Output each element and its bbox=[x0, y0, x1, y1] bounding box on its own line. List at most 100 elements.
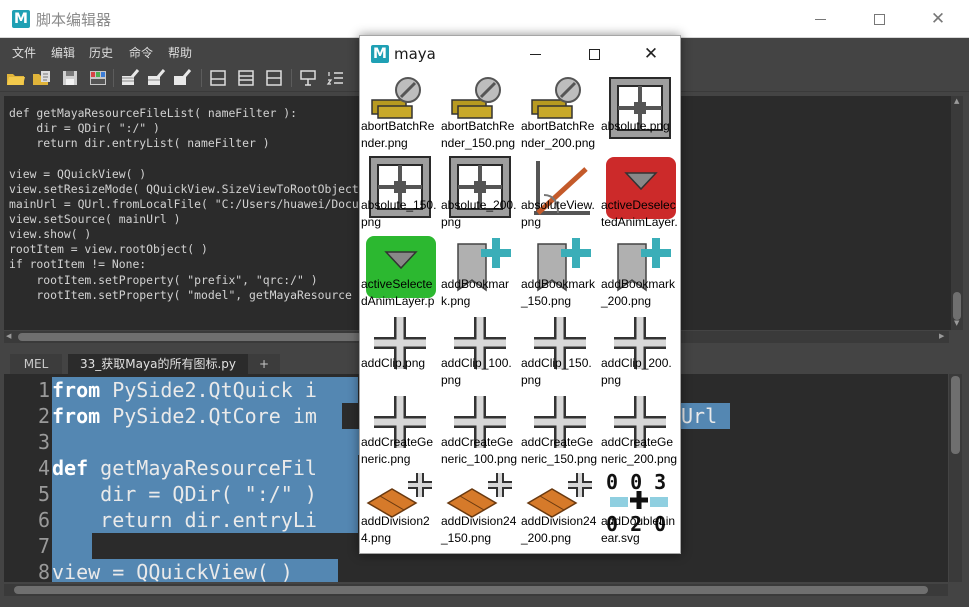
input-vertical-scrollbar[interactable] bbox=[949, 374, 962, 582]
add-division-icon bbox=[446, 473, 512, 518]
icon-cell[interactable]: addClip_200.png bbox=[600, 313, 680, 393]
save-script-icon[interactable] bbox=[60, 68, 80, 88]
icon-cell[interactable]: addBookmark_200.png bbox=[600, 234, 680, 314]
icon-cell[interactable]: addDivision24_200.png bbox=[520, 471, 600, 551]
add-division-icon bbox=[366, 473, 432, 518]
selection-highlight bbox=[52, 533, 92, 559]
icon-cell[interactable]: addBookmark_150.png bbox=[520, 234, 600, 314]
code-rest: PySide2.QtQuick i bbox=[100, 378, 317, 402]
icon-cell[interactable]: activeDeselectedAnimLayer.png bbox=[600, 155, 680, 235]
line-number: 4 bbox=[37, 456, 50, 480]
show-both-icon[interactable] bbox=[264, 68, 284, 88]
icon-cell[interactable]: addCreateGeneric_200.png bbox=[600, 392, 680, 472]
icon-cell[interactable]: addClip_100.png bbox=[440, 313, 520, 393]
minimize-button[interactable] bbox=[797, 0, 843, 38]
icon-cell[interactable]: addBookmark.png bbox=[440, 234, 520, 314]
icon-cell[interactable]: addCreateGeneric_100.png bbox=[440, 392, 520, 472]
selection-highlight bbox=[52, 403, 342, 429]
viewer-close-button[interactable]: ✕ bbox=[628, 36, 674, 72]
show-history-icon[interactable] bbox=[208, 68, 228, 88]
add-tab-button[interactable]: + bbox=[248, 354, 280, 374]
close-button[interactable]: ✕ bbox=[915, 0, 961, 38]
icon-cell[interactable]: absolute_200.png bbox=[440, 155, 520, 235]
icon-filename: addClip.png bbox=[361, 356, 426, 370]
absolute-icon bbox=[609, 77, 671, 139]
menu-file[interactable]: 文件 bbox=[12, 46, 37, 60]
icon-cell[interactable]: addClip.png bbox=[360, 313, 440, 393]
icon-cell[interactable]: abortBatchRender_200.png bbox=[520, 76, 600, 156]
code-line[interactable]: 3 bbox=[4, 429, 948, 455]
clear-all-icon[interactable] bbox=[172, 68, 192, 88]
history-vertical-scrollbar[interactable]: ▲ ▼ bbox=[951, 96, 963, 330]
icon-cell[interactable]: activeSelectedAnimLayer.png bbox=[360, 234, 440, 314]
icon-filename: addCreateGeneric.png bbox=[361, 435, 434, 466]
clear-input-icon[interactable] bbox=[146, 68, 166, 88]
icon-cell[interactable]: addDivision24_150.png bbox=[440, 471, 520, 551]
abort-batch-render-icon bbox=[371, 77, 421, 119]
icon-filename: addCreateGeneric_150.png bbox=[521, 435, 598, 466]
icon-cell[interactable]: abortBatchRender_150.png bbox=[440, 76, 520, 156]
code-line[interactable]: 5 dir = QDir( ":/" ) bbox=[4, 481, 948, 507]
maximize-icon bbox=[588, 48, 600, 60]
selection-highlight bbox=[677, 403, 730, 429]
history-line: dir = QDir( ":/" ) bbox=[9, 121, 160, 136]
svg-text:0 0 3: 0 0 3 bbox=[606, 471, 666, 494]
input-horizontal-thumb[interactable] bbox=[14, 586, 928, 594]
input-horizontal-scrollbar[interactable] bbox=[4, 584, 948, 596]
minimize-icon bbox=[529, 53, 541, 55]
active-deselected-anim-layer-icon bbox=[606, 157, 676, 219]
icon-cell[interactable]: abortBatchRender.png bbox=[360, 76, 440, 156]
input-vertical-thumb[interactable] bbox=[951, 376, 960, 454]
history-horizontal-thumb[interactable] bbox=[18, 333, 362, 341]
selection-highlight bbox=[52, 507, 358, 533]
menu-edit[interactable]: 编辑 bbox=[51, 46, 76, 60]
icon-cell[interactable]: absolute.png bbox=[600, 76, 680, 156]
icon-filename: addBookmark_150.png bbox=[521, 277, 596, 308]
menu-help[interactable]: 帮助 bbox=[168, 46, 193, 60]
menu-history[interactable]: 历史 bbox=[89, 46, 114, 60]
add-clip-icon bbox=[374, 317, 426, 369]
history-vertical-thumb[interactable] bbox=[953, 292, 961, 320]
open-script-icon[interactable] bbox=[6, 68, 26, 88]
add-create-generic-icon bbox=[614, 396, 666, 448]
icon-filename: addClip_150.png bbox=[521, 356, 592, 387]
source-script-icon[interactable] bbox=[32, 68, 52, 88]
save-to-shelf-icon[interactable] bbox=[88, 68, 108, 88]
icon-filename: activeSelectedAnimLayer.png bbox=[361, 277, 435, 314]
tab-python-script[interactable]: 33_获取Maya的所有图标.py bbox=[68, 354, 248, 374]
icon-filename: absolute_200.png bbox=[441, 198, 517, 229]
tab-mel[interactable]: MEL bbox=[10, 354, 62, 374]
echo-commands-icon[interactable] bbox=[298, 68, 318, 88]
icon-cell[interactable]: addCreateGeneric.png bbox=[360, 392, 440, 472]
code-line[interactable]: 6 return dir.entryLi bbox=[4, 507, 948, 533]
show-input-icon[interactable] bbox=[236, 68, 256, 88]
code-text: return dir.entryLi bbox=[52, 507, 317, 533]
add-create-generic-icon bbox=[534, 396, 586, 448]
icon-cell[interactable]: addDivision24.png bbox=[360, 471, 440, 551]
line-number: 7 bbox=[37, 534, 50, 558]
history-output: def getMayaResourceFileList( nameFilter … bbox=[9, 106, 372, 303]
scroll-right-icon[interactable]: ▶ bbox=[939, 332, 945, 340]
maximize-button[interactable] bbox=[856, 0, 902, 38]
icon-filename: addDivision24_150.png bbox=[441, 514, 517, 545]
icon-cell[interactable]: absoluteView.png bbox=[520, 155, 600, 235]
code-rest: return dir.entryLi bbox=[52, 508, 317, 532]
close-icon: ✕ bbox=[930, 8, 946, 29]
icon-cell[interactable]: addClip_150.png bbox=[520, 313, 600, 393]
line-numbers-icon[interactable] bbox=[326, 68, 346, 88]
scroll-up-icon[interactable]: ▲ bbox=[954, 97, 960, 105]
viewer-maximize-button[interactable] bbox=[571, 36, 617, 72]
menu-command[interactable]: 命令 bbox=[129, 46, 154, 60]
viewer-minimize-button[interactable] bbox=[512, 36, 558, 72]
scroll-down-icon[interactable]: ▼ bbox=[954, 319, 960, 327]
code-line[interactable]: 7 bbox=[4, 533, 948, 559]
icon-cell[interactable]: absolute_150.png bbox=[360, 155, 440, 235]
icon-cell[interactable]: addCreateGeneric_150.png bbox=[520, 392, 600, 472]
clear-history-icon[interactable] bbox=[120, 68, 140, 88]
scroll-left-icon[interactable]: ◀ bbox=[6, 332, 12, 340]
